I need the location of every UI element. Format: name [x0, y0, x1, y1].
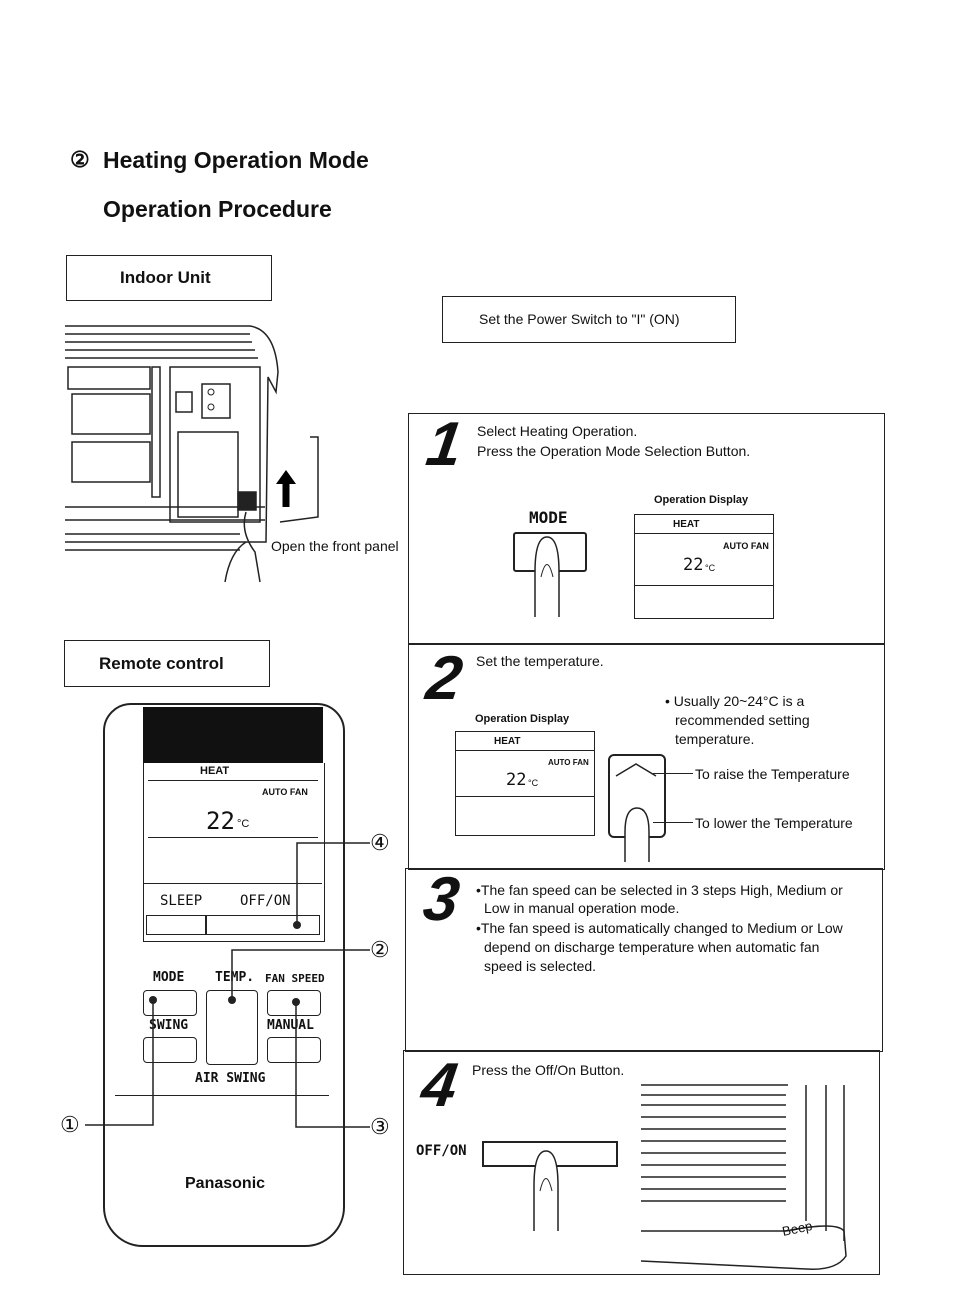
step-2-panel: 2 Set the temperature. Operation Display…: [408, 643, 885, 870]
remote-lcd-temp: 22: [206, 807, 235, 835]
remote-lcd-line-3: [144, 883, 322, 884]
step-2-display-fan: AUTO FAN: [548, 758, 589, 767]
callout-2: ②: [370, 937, 390, 962]
remote-manual-label: MANUAL: [267, 1018, 314, 1033]
remote-temp-label: TEMP.: [215, 970, 255, 985]
step-1-display-temp: 22: [683, 555, 704, 575]
step-4-line-1: Press the Off/On Button.: [472, 1062, 625, 1078]
remote-lcd-line-2: [148, 837, 318, 838]
indoor-unit-label-box: Indoor Unit: [66, 255, 272, 301]
finger-icon: [533, 1150, 559, 1231]
remote-swing-button[interactable]: [143, 1037, 197, 1063]
step-2-note-3: temperature.: [675, 731, 755, 747]
remote-lcd: HEAT AUTO FAN 22 °C SLEEP OFF/ON: [143, 763, 325, 942]
step-1-line-1: Select Heating Operation.: [477, 423, 638, 439]
step-1-number: 1: [422, 410, 467, 479]
step-2-display-unit: °C: [528, 778, 539, 788]
finger-icon: [534, 536, 560, 617]
step-3-line-4: depend on discharge temperature when aut…: [484, 939, 820, 955]
remote-control-label-box: Remote control: [64, 640, 270, 687]
remote-mode-label: MODE: [153, 970, 185, 985]
temp-up-icon: [615, 763, 657, 777]
step-3-line-3: •The fan speed is automatically changed …: [476, 920, 843, 936]
step-2-display-line: [456, 750, 594, 751]
step-2-raise-text: To raise the Temperature: [695, 766, 850, 782]
step-2-lower-text: To lower the Temperature: [695, 815, 853, 831]
remote-fanspeed-button[interactable]: [267, 990, 321, 1016]
step-2-number: 2: [422, 644, 467, 713]
step-1-display-line-2: [635, 585, 773, 586]
step-4-number: 4: [417, 1051, 462, 1120]
remote-manual-button[interactable]: [267, 1037, 321, 1063]
step-1-line-2: Press the Operation Mode Selection Butto…: [477, 443, 751, 459]
step-2-display: HEAT AUTO FAN 22 °C: [455, 731, 595, 836]
step-1-display: HEAT AUTO FAN 22 °C: [634, 514, 774, 619]
step-1-mode-label: MODE: [529, 508, 568, 527]
remote-offon-button[interactable]: [206, 915, 320, 935]
step-1-display-title: Operation Display: [654, 494, 749, 506]
lower-line: [653, 822, 693, 823]
step-4-panel: 4 Press the Off/On Button. OFF/ON Beep: [403, 1050, 880, 1275]
remote-divider: [115, 1095, 329, 1096]
page-title: Heating Operation Mode: [103, 147, 369, 173]
step-2-note-1: • Usually 20~24°C is a: [665, 693, 805, 709]
remote-sleep-button[interactable]: [146, 915, 206, 935]
step-2-display-title: Operation Display: [475, 713, 570, 725]
remote-lcd-line: [148, 780, 318, 781]
callout-3: ③: [370, 1114, 390, 1139]
remote-control-label: Remote control: [99, 654, 224, 673]
remote-swing-label: SWING: [149, 1018, 189, 1033]
step-2-display-line-2: [456, 796, 594, 797]
step-1-display-mode: HEAT: [673, 519, 700, 530]
step-2-display-mode: HEAT: [494, 736, 521, 747]
step-1-display-fan: AUTO FAN: [723, 541, 769, 551]
remote-fanspeed-label: FAN SPEED: [265, 972, 325, 985]
remote-lcd-unit: °C: [237, 818, 250, 830]
remote-brand: Panasonic: [185, 1175, 266, 1192]
step-4-offon-label: OFF/ON: [416, 1143, 467, 1159]
step-3-line-2: Low in manual operation mode.: [484, 900, 680, 916]
step-3-line-1: •The fan speed can be selected in 3 step…: [476, 882, 843, 898]
finger-icon: [624, 807, 650, 862]
raise-line: [653, 773, 693, 774]
step-2-line-1: Set the temperature.: [476, 653, 604, 669]
remote-sleep-label: SLEEP: [160, 893, 203, 909]
page-subtitle: Operation Procedure: [103, 196, 332, 222]
step-3-panel: 3 •The fan speed can be selected in 3 st…: [405, 865, 883, 1052]
step-1-display-line: [635, 533, 773, 534]
section-number: ②: [70, 147, 90, 172]
step-1-display-unit: °C: [705, 563, 716, 573]
power-switch-box: Set the Power Switch to "I" (ON): [442, 296, 736, 343]
remote-control: HEAT AUTO FAN 22 °C SLEEP OFF/ON MODE TE…: [103, 703, 345, 1247]
step-3-line-5: speed is selected.: [484, 958, 597, 974]
step-1-panel: 1 Select Heating Operation. Press the Op…: [408, 410, 885, 645]
unit-louver-illustration: [640, 1084, 847, 1270]
callout-1: ①: [60, 1112, 80, 1137]
front-panel-caption: Open the front panel: [271, 538, 399, 554]
step-2-display-temp: 22: [506, 770, 527, 790]
remote-airswing-label: AIR SWING: [195, 1071, 266, 1086]
remote-offon-label: OFF/ON: [240, 893, 291, 909]
callout-4: ④: [370, 830, 390, 855]
indoor-unit-illustration: [65, 325, 319, 583]
step-2-note-2: recommended setting: [675, 712, 810, 728]
power-switch-text: Set the Power Switch to "I" (ON): [479, 311, 680, 327]
indoor-unit-label: Indoor Unit: [120, 268, 211, 287]
remote-screen-top: [143, 707, 323, 763]
remote-lcd-fan: AUTO FAN: [262, 787, 308, 797]
remote-lcd-mode: HEAT: [200, 765, 230, 777]
step-3-number: 3: [419, 865, 464, 934]
remote-mode-button[interactable]: [143, 990, 197, 1016]
